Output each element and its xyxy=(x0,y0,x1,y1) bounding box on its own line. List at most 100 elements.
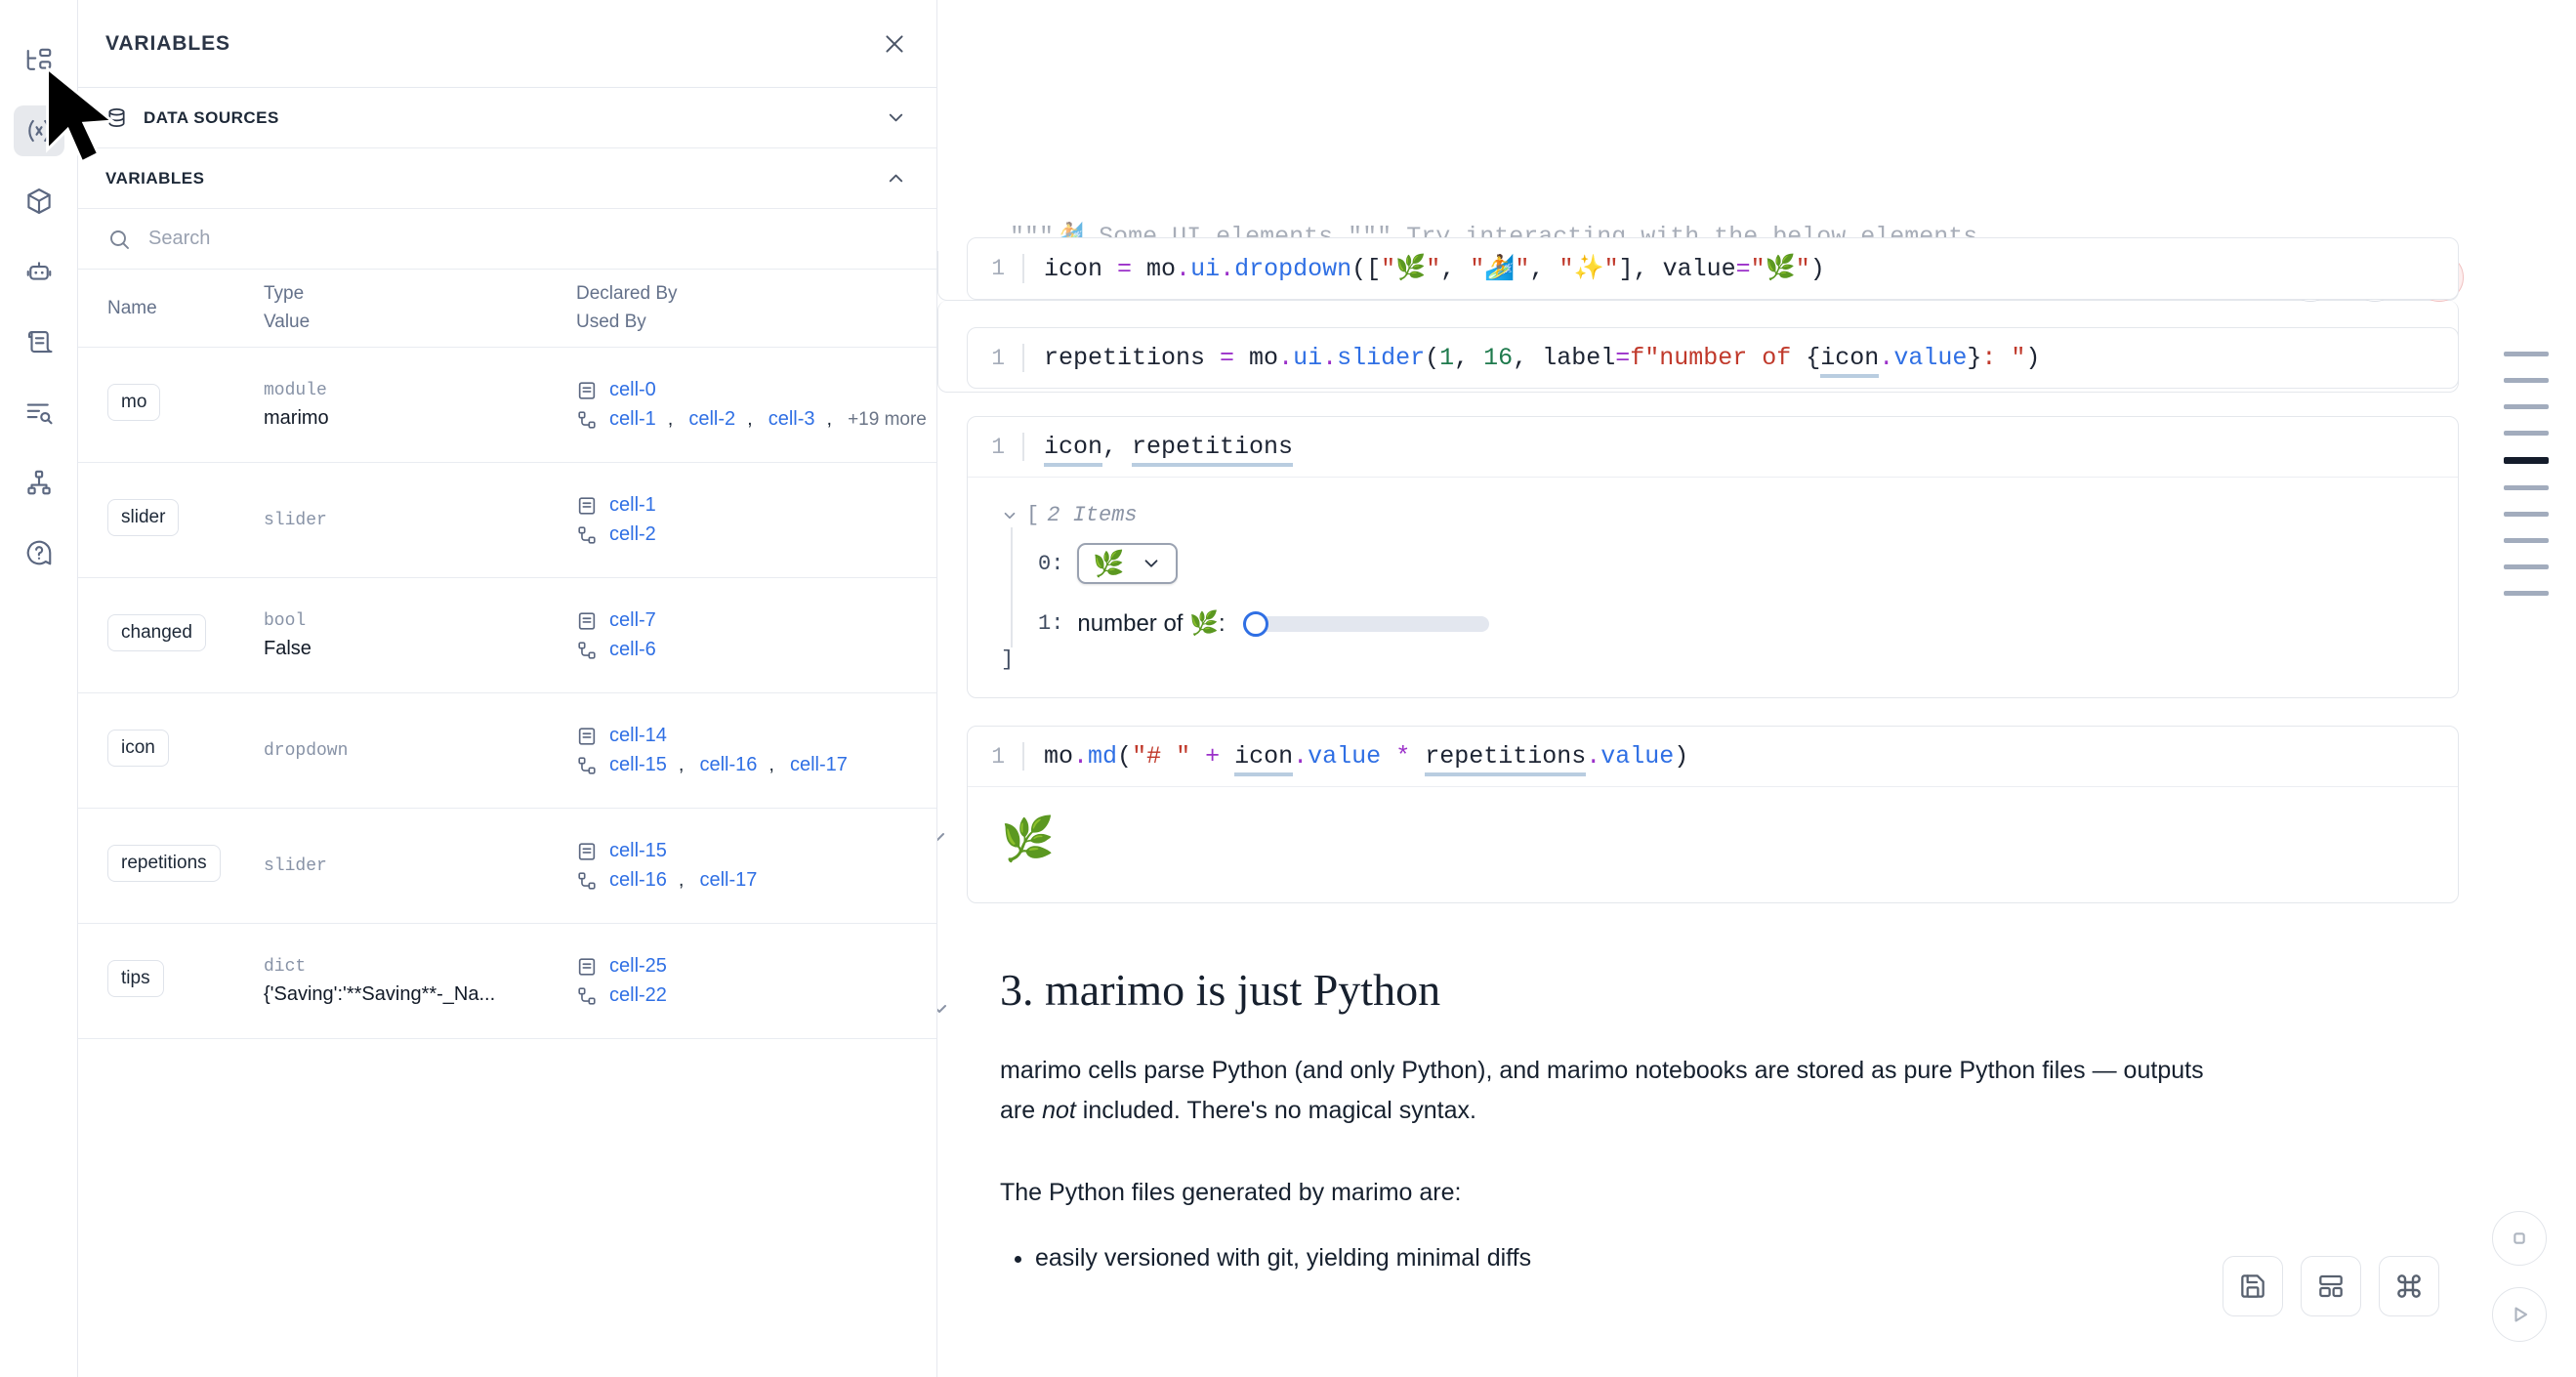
command-palette-button[interactable] xyxy=(2379,1256,2439,1316)
collapse-chevron-icon[interactable] xyxy=(937,825,949,849)
cell-link[interactable]: cell-17 xyxy=(699,869,758,891)
search-input[interactable] xyxy=(148,228,907,250)
chevron-up-icon xyxy=(889,174,903,183)
dependency-graph-icon[interactable] xyxy=(14,457,64,508)
minimap-cell-marker[interactable] xyxy=(2504,512,2549,517)
cell-link[interactable]: cell-15 xyxy=(609,840,667,861)
variable-refs-cell: cell-1 cell-2 xyxy=(576,494,936,546)
variable-name-chip[interactable]: repetitions xyxy=(107,845,221,882)
section-label: VARIABLES xyxy=(105,168,205,188)
variable-name-chip[interactable]: icon xyxy=(107,730,169,767)
array-items: 0: 🌿 1: number of 🌿: xyxy=(1011,527,2429,647)
section-variables[interactable]: VARIABLES xyxy=(78,148,936,209)
variable-name-chip[interactable]: changed xyxy=(107,614,206,651)
variable-name-chip[interactable]: mo xyxy=(107,384,161,421)
section-3-block: 3. marimo is just Python marimo cells pa… xyxy=(937,964,2459,1277)
variable-refs-cell: cell-15 cell-16,cell-17 xyxy=(576,840,936,892)
variable-name-chip[interactable]: tips xyxy=(107,960,164,997)
variable-value: {'Saving':'**Saving**-_Na... xyxy=(264,982,496,1005)
variable-name-cell: slider xyxy=(107,499,264,541)
cell-link[interactable]: cell-1 xyxy=(609,494,656,516)
cell-link[interactable]: cell-16 xyxy=(699,754,758,775)
used-by-row: cell-1,cell-2,cell-3,+19 more xyxy=(576,408,936,431)
minimap-cell-marker[interactable] xyxy=(2504,352,2549,356)
gutter xyxy=(1022,344,1024,372)
declared-by-icon xyxy=(578,727,596,745)
item-index: 0: xyxy=(1038,551,1064,576)
code-text[interactable]: icon, repetitions xyxy=(1044,433,1294,467)
package-icon[interactable] xyxy=(14,176,64,227)
code-text[interactable]: icon = mo.ui.dropdown(["🌿", "🏄", "✨"], v… xyxy=(1044,255,1825,283)
minimap-cell-marker[interactable] xyxy=(2504,457,2549,464)
array-header[interactable]: [ 2 Items xyxy=(1001,503,2429,527)
robot-icon[interactable] xyxy=(14,246,64,297)
layout-button[interactable] xyxy=(2301,1256,2361,1316)
stop-button[interactable] xyxy=(2492,1211,2547,1266)
code-cell-icon: 1 icon = mo.ui.dropdown(["🌿", "🏄", "✨"],… xyxy=(967,237,2459,300)
used-by-icon xyxy=(578,756,596,774)
scroll-icon[interactable] xyxy=(14,316,64,367)
cell-link[interactable]: cell-17 xyxy=(789,754,848,775)
separator: , xyxy=(747,408,753,430)
cell-link[interactable]: cell-2 xyxy=(609,523,656,545)
array-item-0: 0: 🌿 xyxy=(1038,543,2429,584)
slider-label: number of 🌿: xyxy=(1077,610,1226,637)
minimap-cell-marker[interactable] xyxy=(2504,485,2549,490)
cell-link[interactable]: cell-0 xyxy=(609,379,656,400)
used-by-row: cell-16,cell-17 xyxy=(576,869,936,892)
minimap-cell-marker[interactable] xyxy=(2504,538,2549,543)
code-text[interactable]: repetitions = mo.ui.slider(1, 16, label=… xyxy=(1044,344,2040,378)
collapse-chevron-icon[interactable] xyxy=(937,997,951,1021)
variable-name-cell: tips xyxy=(107,960,264,1002)
minimap-cell-marker[interactable] xyxy=(2504,404,2549,409)
declared-by-icon xyxy=(578,611,596,630)
help-icon[interactable] xyxy=(14,527,64,578)
declared-by-icon xyxy=(578,957,596,976)
section-heading: 3. marimo is just Python xyxy=(1000,965,1441,1015)
save-button[interactable] xyxy=(2223,1256,2283,1316)
cell-link[interactable]: cell-25 xyxy=(609,955,667,977)
outline-search-icon[interactable] xyxy=(14,387,64,438)
minimap-cell-marker[interactable] xyxy=(2504,431,2549,436)
cell-link[interactable]: cell-22 xyxy=(609,984,667,1006)
minimap-cell-marker[interactable] xyxy=(2504,591,2549,596)
database-icon xyxy=(108,108,125,127)
variables-icon[interactable] xyxy=(13,105,64,156)
header-value: Value xyxy=(264,312,311,332)
code-text[interactable]: mo.md("# " + icon.value * repetitions.va… xyxy=(1044,742,1688,776)
dropdown-value: 🌿 xyxy=(1093,549,1125,578)
slider-input[interactable] xyxy=(1242,610,1489,637)
close-icon[interactable] xyxy=(882,31,907,57)
minimap-cell-marker[interactable] xyxy=(2504,564,2549,569)
minimap-cell-marker[interactable] xyxy=(2504,378,2549,383)
cell-link[interactable]: cell-14 xyxy=(609,725,667,746)
gutter xyxy=(1022,742,1024,771)
file-tree-icon[interactable] xyxy=(14,35,64,86)
cell-link[interactable]: cell-2 xyxy=(688,408,736,430)
variable-name-chip[interactable]: slider xyxy=(107,499,180,536)
cell-link[interactable]: cell-3 xyxy=(768,408,815,430)
notebook-minimap[interactable] xyxy=(2504,352,2549,596)
section-data-sources[interactable]: DATA SOURCES xyxy=(78,88,936,148)
cell-link[interactable]: cell-16 xyxy=(609,869,667,891)
cell-link[interactable]: cell-15 xyxy=(609,754,667,775)
variable-name-cell: icon xyxy=(107,730,264,772)
cell-link[interactable]: cell-6 xyxy=(609,639,656,660)
header-declared-by: Declared By xyxy=(576,283,678,304)
cell-link[interactable]: cell-1 xyxy=(609,408,656,430)
more-count[interactable]: +19 more xyxy=(848,408,927,430)
declared-by-icon xyxy=(578,842,596,860)
search-bar xyxy=(78,209,936,270)
dropdown-input[interactable]: 🌿 xyxy=(1077,543,1178,584)
run-button[interactable] xyxy=(2492,1287,2547,1342)
cell-link[interactable]: cell-7 xyxy=(609,609,656,631)
slider-handle[interactable] xyxy=(1242,610,1268,637)
separator: , xyxy=(826,408,833,430)
